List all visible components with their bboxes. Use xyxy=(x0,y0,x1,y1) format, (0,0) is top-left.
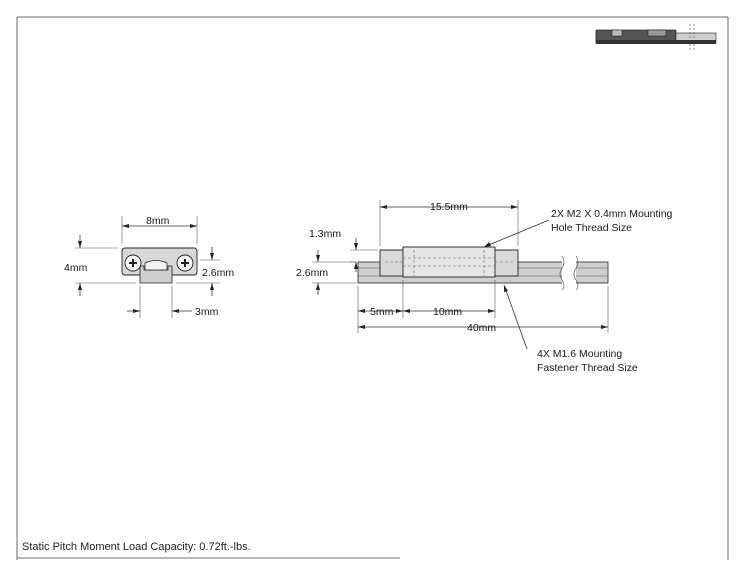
dim-length-15-5mm: 15.5mm xyxy=(430,201,468,213)
note-fastener-line1: 4X M1.6 Mounting xyxy=(537,348,622,360)
dim-height-1-3mm: 1.3mm xyxy=(309,228,341,240)
end-view xyxy=(75,216,220,318)
dim-height-4mm: 4mm xyxy=(64,262,88,274)
note-fastener-line2: Fastener Thread Size xyxy=(537,362,638,374)
dim-spacing-10mm: 10mm xyxy=(433,306,462,318)
note-thread-line1: 2X M2 X 0.4mm Mounting xyxy=(551,208,673,220)
dim-width-3mm: 3mm xyxy=(195,306,219,318)
dim-offset-5mm: 5mm xyxy=(370,306,394,318)
dim-height-2-6mm-side: 2.6mm xyxy=(296,267,328,279)
load-capacity-note: Static Pitch Moment Load Capacity: 0.72f… xyxy=(22,541,251,553)
thumbnail-view xyxy=(595,24,717,50)
dim-height-2-6mm-end: 2.6mm xyxy=(202,267,234,279)
dim-length-40mm: 40mm xyxy=(467,322,496,334)
dim-width-8mm: 8mm xyxy=(146,215,170,227)
side-view xyxy=(312,200,609,350)
note-thread-line2: Hole Thread Size xyxy=(551,222,632,234)
